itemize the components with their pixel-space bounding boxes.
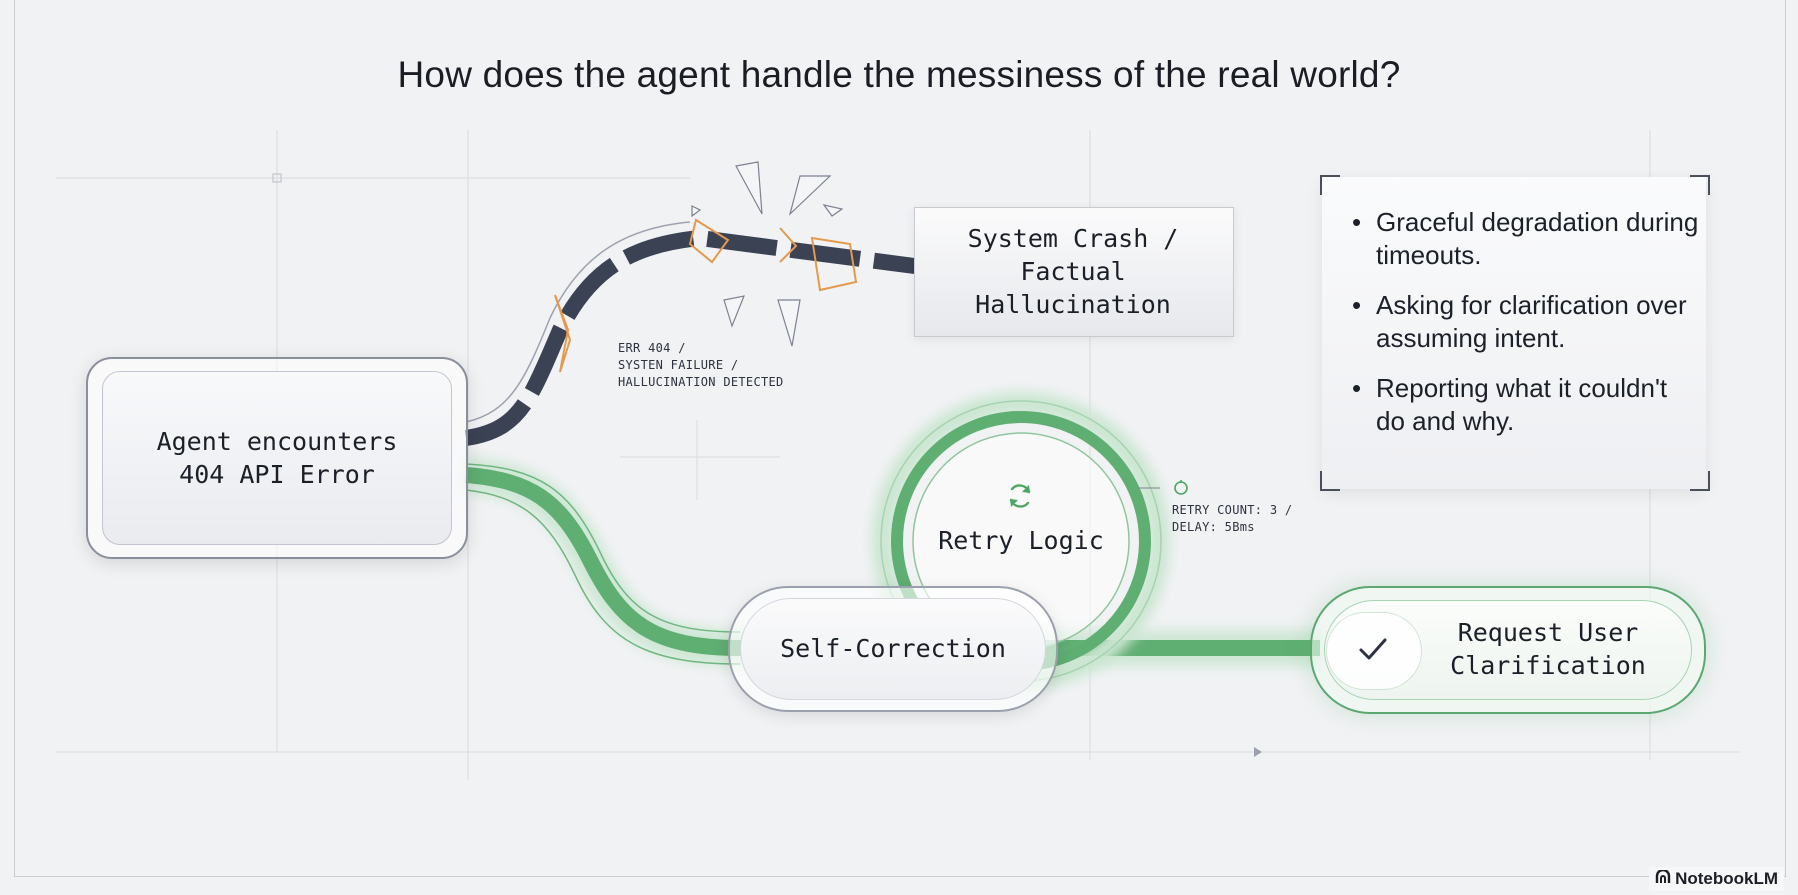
agent-error-line2: 404 API Error bbox=[179, 460, 375, 489]
request-clarification-line2: Clarification bbox=[1450, 651, 1646, 680]
self-correction-node bbox=[728, 586, 1058, 712]
error-annotation-line1: ERR 404 / bbox=[618, 341, 686, 355]
retry-logic-label: Retry Logic bbox=[938, 526, 1104, 555]
timer-icon bbox=[1174, 480, 1188, 495]
slide-frame bbox=[14, 0, 1786, 877]
notebooklm-brand: NotebookLM bbox=[1649, 867, 1784, 891]
request-clarification-line1: Request User bbox=[1457, 618, 1639, 647]
agent-error-line1: Agent encounters bbox=[156, 427, 398, 456]
brand-label: NotebookLM bbox=[1675, 869, 1778, 888]
retry-annotation-line2: DELAY: 5Bms bbox=[1172, 520, 1255, 534]
slide-title: How does the agent handle the messiness … bbox=[397, 54, 1401, 95]
agent-error-node-inner bbox=[102, 371, 452, 545]
system-crash-line2: Factual bbox=[1020, 257, 1126, 286]
bullet-item: Graceful degradation during timeouts. bbox=[1350, 206, 1700, 272]
error-annotation: ERR 404 / SYSTEN FAILURE / HALLUCINATION… bbox=[618, 340, 784, 391]
panel-corner-br bbox=[1690, 471, 1710, 491]
panel-corner-tr bbox=[1690, 175, 1710, 195]
error-annotation-line3: HALLUCINATION DETECTED bbox=[618, 375, 784, 389]
bullet-list: Graceful degradation during timeouts. As… bbox=[1350, 206, 1700, 455]
check-icon bbox=[1359, 638, 1387, 660]
bullet-item: Reporting what it couldn't do and why. bbox=[1350, 372, 1700, 438]
retry-annotation: RETRY COUNT: 3 / DELAY: 5Bms bbox=[1172, 502, 1292, 536]
system-crash-line3: Hallucination bbox=[975, 290, 1171, 319]
bullet-item: Asking for clarification over assuming i… bbox=[1350, 289, 1700, 355]
agent-error-label: Agent encounters 404 API Error bbox=[120, 425, 434, 491]
agent-error-node bbox=[86, 357, 468, 559]
system-crash-node bbox=[914, 207, 1234, 337]
panel-corner-bl bbox=[1320, 471, 1340, 491]
system-crash-label: System Crash / Factual Hallucination bbox=[914, 222, 1232, 321]
self-correction-label: Self-Correction bbox=[780, 634, 1006, 663]
refresh-icon bbox=[1009, 484, 1031, 508]
retry-annotation-line1: RETRY COUNT: 3 / bbox=[1172, 503, 1293, 517]
notebooklm-logo-icon bbox=[1655, 870, 1671, 883]
error-annotation-line2: SYSTEN FAILURE / bbox=[618, 358, 739, 372]
self-correction-inner bbox=[740, 598, 1046, 700]
panel-corner-tl bbox=[1320, 175, 1340, 195]
request-clarification-label: Request User Clarification bbox=[1418, 616, 1678, 682]
system-crash-line1: System Crash / bbox=[967, 224, 1179, 253]
